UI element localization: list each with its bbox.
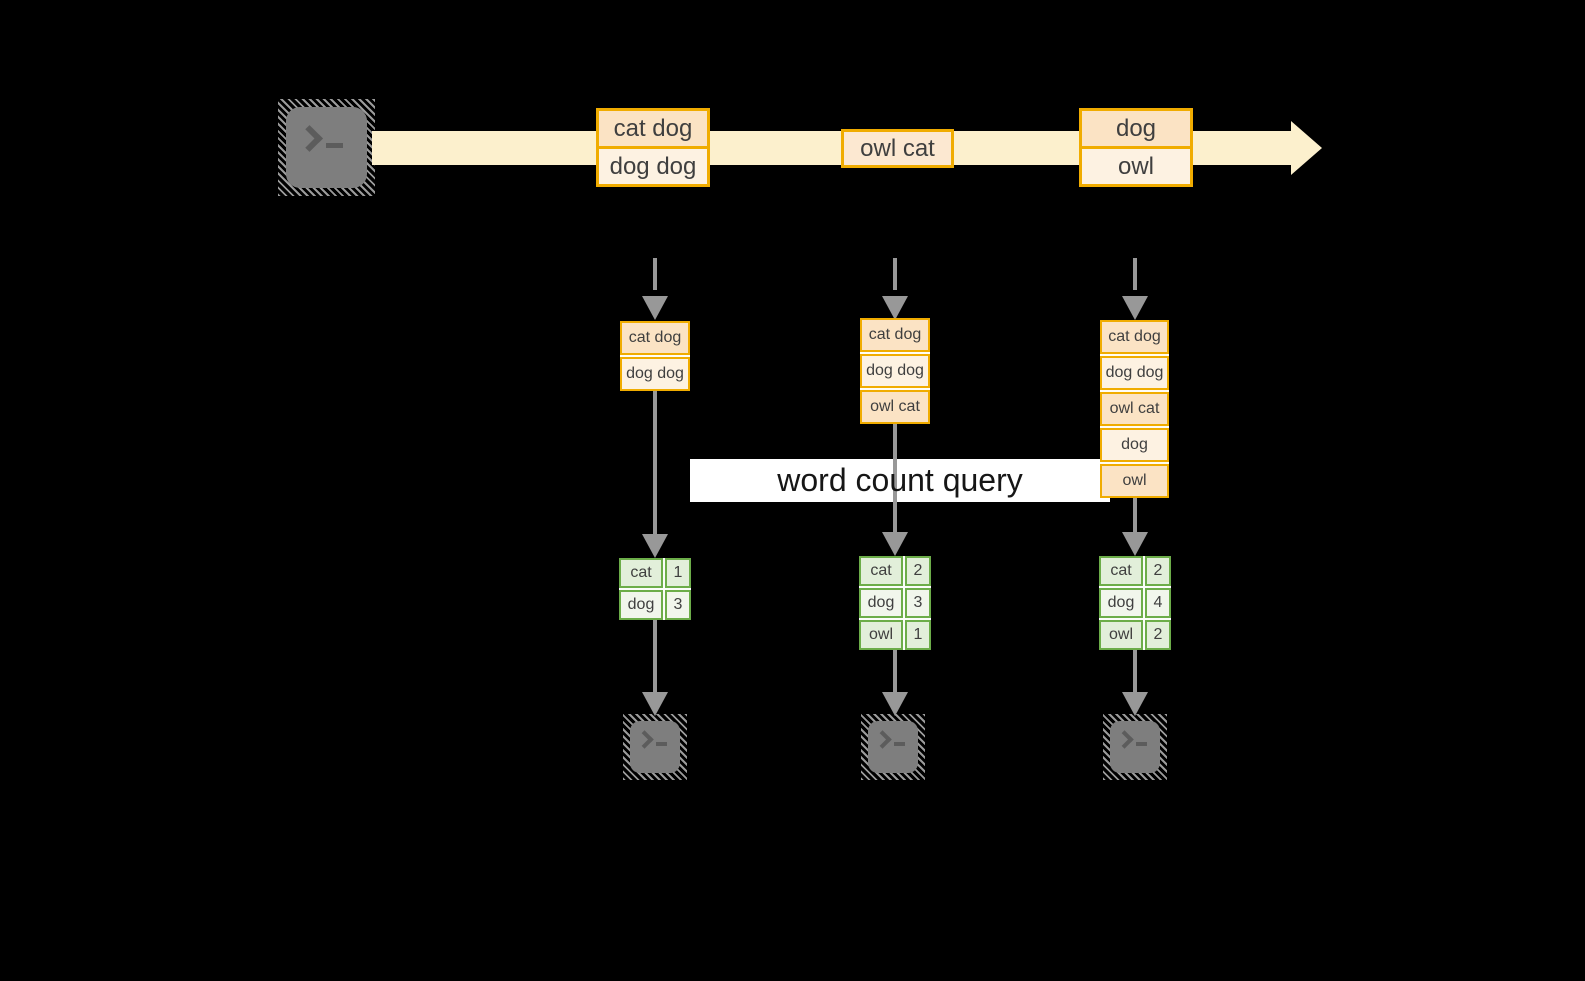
buffer-row: cat dog <box>860 318 930 352</box>
word-cell: dog <box>619 590 663 620</box>
table-row: dog 3 <box>859 588 931 618</box>
chevron-right-icon <box>635 730 654 749</box>
count-cell: 2 <box>1145 556 1171 586</box>
terminal-icon <box>1103 714 1167 780</box>
underscore-cursor-icon <box>894 742 905 746</box>
query-label-box <box>690 459 1110 502</box>
buffer-stack-3: cat dog dog dog owl cat dog owl <box>1100 320 1169 498</box>
count-cell: 2 <box>1145 620 1171 650</box>
buffer-stack-2: cat dog dog dog owl cat <box>860 318 930 424</box>
table-row: owl 1 <box>859 620 931 650</box>
terminal-prompt-icon <box>635 730 667 749</box>
query-arrowhead-3 <box>1122 532 1148 556</box>
buffer-row: dog dog <box>860 354 930 388</box>
stream-event-line: owl cat <box>844 132 951 165</box>
chevron-right-icon <box>873 730 892 749</box>
sink-arrowhead-3 <box>1122 692 1148 716</box>
buffer-row: dog <box>1100 428 1169 462</box>
terminal-icon-body <box>630 721 680 773</box>
buffer-row: cat dog <box>620 321 690 355</box>
underscore-cursor-icon <box>1136 742 1147 746</box>
query-arrow-line-2 <box>893 412 897 536</box>
table-row: cat 1 <box>619 558 691 588</box>
terminal-icon-body <box>1110 721 1160 773</box>
stream-event-line: owl <box>1082 146 1190 184</box>
stream-event-line: cat dog <box>599 111 707 146</box>
stream-event-line: dog <box>1082 111 1190 146</box>
query-arrowhead-2 <box>882 532 908 556</box>
buffer-row: owl <box>1100 464 1169 498</box>
ingest-arrowhead-1 <box>642 296 668 320</box>
table-row: dog 4 <box>1099 588 1171 618</box>
buffer-row: cat dog <box>1100 320 1169 354</box>
stream-event-box-3: dog owl <box>1079 108 1193 187</box>
sink-arrow-line-2 <box>893 650 897 694</box>
count-cell: 1 <box>665 558 691 588</box>
stream-event-box-1: cat dog dog dog <box>596 108 710 187</box>
terminal-prompt-icon <box>296 125 343 152</box>
word-cell: dog <box>1099 588 1143 618</box>
terminal-icon <box>623 714 687 780</box>
count-cell: 2 <box>905 556 931 586</box>
terminal-prompt-icon <box>1115 730 1147 749</box>
buffer-row: owl cat <box>860 390 930 424</box>
query-arrowhead-1 <box>642 534 668 558</box>
terminal-icon <box>861 714 925 780</box>
result-table-3: cat 2 dog 4 owl 2 <box>1099 556 1171 650</box>
count-cell: 3 <box>665 590 691 620</box>
buffer-stack-1: cat dog dog dog <box>620 321 690 391</box>
stream-event-line: dog dog <box>599 146 707 184</box>
stream-event-box-2: owl cat <box>841 129 954 168</box>
stream-arrowhead-icon <box>1291 121 1322 175</box>
chevron-right-icon <box>1115 730 1134 749</box>
terminal-prompt-icon <box>873 730 905 749</box>
result-table-2: cat 2 dog 3 owl 1 <box>859 556 931 650</box>
query-label: word count query <box>777 462 1023 498</box>
result-table-1: cat 1 dog 3 <box>619 558 691 620</box>
ingest-arrow-dash-3 <box>1133 258 1137 290</box>
chevron-right-icon <box>296 125 323 152</box>
ingest-arrow-dash-2 <box>893 258 897 290</box>
terminal-icon <box>278 99 375 196</box>
query-arrow-line-1 <box>653 382 657 538</box>
table-row: cat 2 <box>1099 556 1171 586</box>
terminal-icon-body <box>286 107 367 188</box>
sink-arrow-line-1 <box>653 620 657 694</box>
sink-arrowhead-2 <box>882 692 908 716</box>
sink-arrow-line-3 <box>1133 650 1137 694</box>
underscore-cursor-icon <box>326 143 343 148</box>
buffer-row: owl cat <box>1100 392 1169 426</box>
ingest-arrow-dash-1 <box>653 258 657 290</box>
word-cell: dog <box>859 588 903 618</box>
terminal-icon-body <box>868 721 918 773</box>
ingest-arrowhead-3 <box>1122 296 1148 320</box>
underscore-cursor-icon <box>656 742 667 746</box>
sink-arrowhead-1 <box>642 692 668 716</box>
count-cell: 3 <box>905 588 931 618</box>
count-cell: 4 <box>1145 588 1171 618</box>
query-arrow-line-3 <box>1133 476 1137 536</box>
word-cell: owl <box>859 620 903 650</box>
word-cell: cat <box>619 558 663 588</box>
table-row: owl 2 <box>1099 620 1171 650</box>
table-row: cat 2 <box>859 556 931 586</box>
count-cell: 1 <box>905 620 931 650</box>
ingest-arrowhead-2 <box>882 296 908 320</box>
word-cell: cat <box>859 556 903 586</box>
buffer-row: dog dog <box>620 357 690 391</box>
word-cell: owl <box>1099 620 1143 650</box>
buffer-row: dog dog <box>1100 356 1169 390</box>
table-row: dog 3 <box>619 590 691 620</box>
word-cell: cat <box>1099 556 1143 586</box>
